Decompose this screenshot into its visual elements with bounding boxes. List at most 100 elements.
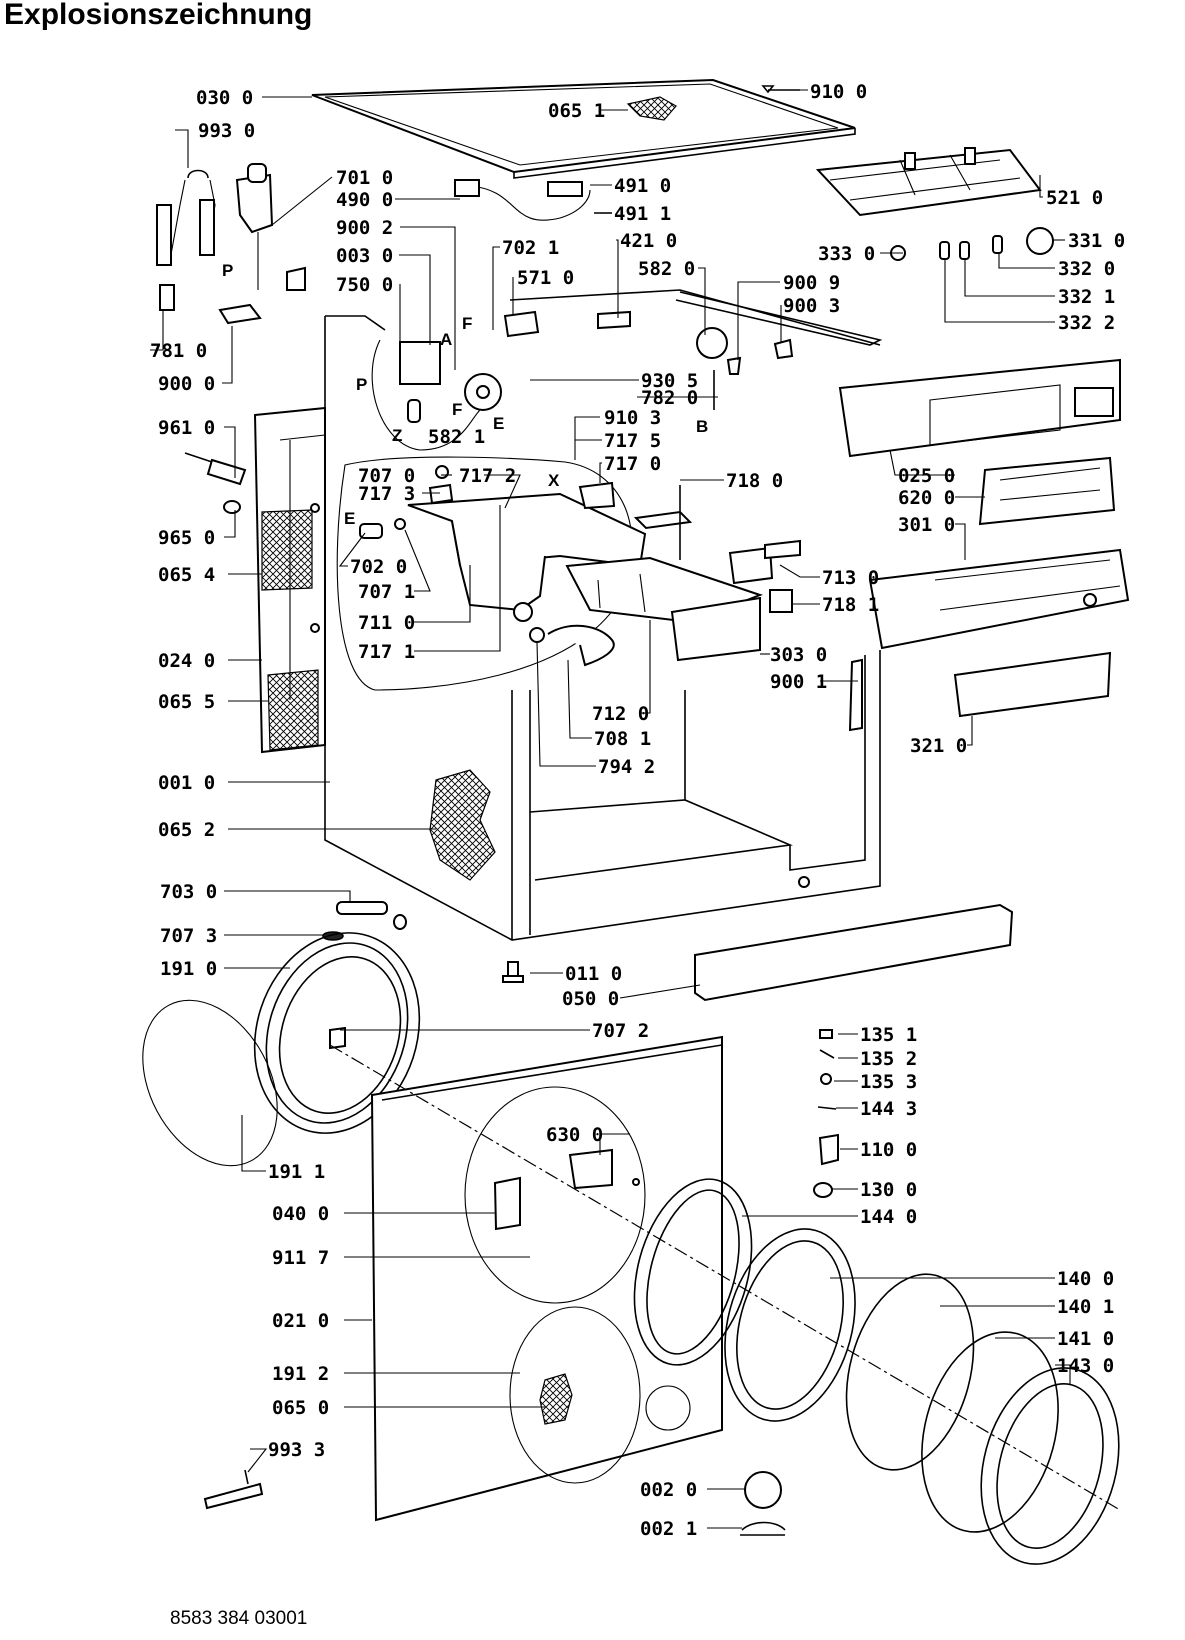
- callout-040-0: 040 0: [272, 1203, 329, 1225]
- callout-332-1: 332 1: [1058, 286, 1115, 308]
- connection-letter-e1: E: [493, 414, 504, 433]
- part-dispenser-housing: [407, 492, 763, 662]
- callout-321-0: 321 0: [910, 735, 967, 757]
- callout-065-4: 065 4: [158, 564, 215, 586]
- callout-571-0: 571 0: [517, 267, 574, 289]
- document-number: 8583 384 03001: [170, 1608, 308, 1629]
- callout-910-3: 910 3: [604, 407, 661, 429]
- callout-144-3: 144 3: [860, 1098, 917, 1120]
- callout-910-0: 910 0: [810, 81, 867, 103]
- part-inlet-hose: [156, 169, 262, 325]
- callout-333-0: 333 0: [818, 243, 875, 265]
- callout-140-1: 140 1: [1057, 1296, 1114, 1318]
- callout-331-0: 331 0: [1068, 230, 1125, 252]
- callout-707-0: 707 0: [358, 465, 415, 487]
- callout-900-0: 900 0: [158, 373, 215, 395]
- callout-717-1: 717 1: [358, 641, 415, 663]
- callout-130-0: 130 0: [860, 1179, 917, 1201]
- callout-702-1: 702 1: [502, 237, 559, 259]
- callout-191-1: 191 1: [268, 1161, 325, 1183]
- callout-965-0: 965 0: [158, 527, 215, 549]
- callout-782-0: 782 0: [641, 387, 698, 409]
- callout-717-0: 717 0: [604, 453, 661, 475]
- callout-135-1: 135 1: [860, 1024, 917, 1046]
- callout-110-0: 110 0: [860, 1139, 917, 1161]
- callout-143-0: 143 0: [1057, 1355, 1114, 1377]
- callout-717-2: 717 2: [459, 465, 516, 487]
- callout-794-2: 794 2: [598, 756, 655, 778]
- callout-717-5: 717 5: [604, 430, 661, 452]
- callout-781-0: 781 0: [150, 340, 207, 362]
- callout-191-0: 191 0: [160, 958, 217, 980]
- callout-024-0: 024 0: [158, 650, 215, 672]
- leader-lines: [150, 89, 1071, 1529]
- callout-993-3: 993 3: [268, 1439, 325, 1461]
- callout-750-0: 750 0: [336, 274, 393, 296]
- callout-930-5: 930 5: [641, 370, 698, 392]
- callout-712-0: 712 0: [592, 703, 649, 725]
- callout-050-0: 050 0: [562, 988, 619, 1010]
- callout-003-0: 003 0: [336, 245, 393, 267]
- callout-021-0: 021 0: [272, 1310, 329, 1332]
- callout-025-0: 025 0: [898, 465, 955, 487]
- connection-letter-p2: P: [356, 375, 367, 394]
- callout-911-7: 911 7: [272, 1247, 329, 1269]
- callout-993-0: 993 0: [198, 120, 255, 142]
- callout-900-3: 900 3: [783, 295, 840, 317]
- callout-065-1: 065 1: [548, 100, 605, 122]
- callout-002-0: 002 0: [640, 1479, 697, 1501]
- callout-701-0: 701 0: [336, 167, 393, 189]
- part-front-panel: [370, 1035, 723, 1522]
- callout-707-3: 707 3: [160, 925, 217, 947]
- part-control-panel: [838, 358, 1130, 718]
- callout-332-2: 332 2: [1058, 312, 1115, 334]
- callout-301-0: 301 0: [898, 514, 955, 536]
- callout-702-0: 702 0: [350, 556, 407, 578]
- callout-707-1: 707 1: [358, 581, 415, 603]
- callout-521-0: 521 0: [1046, 187, 1103, 209]
- callout-002-1: 002 1: [640, 1518, 697, 1540]
- page-title: Explosionszeichnung: [4, 0, 313, 31]
- part-program-switch: [815, 147, 1042, 217]
- connection-letter-p1: P: [222, 261, 233, 280]
- callout-707-2: 707 2: [592, 1020, 649, 1042]
- connection-letter-z: Z: [392, 426, 402, 445]
- callout-582-1: 582 1: [428, 426, 485, 448]
- callout-421-0: 421 0: [620, 230, 677, 252]
- callout-708-1: 708 1: [594, 728, 651, 750]
- callout-303-0: 303 0: [770, 644, 827, 666]
- callout-491-0: 491 0: [614, 175, 671, 197]
- callout-191-2: 191 2: [272, 1363, 329, 1385]
- part-rear-panel: [253, 406, 326, 754]
- callout-030-0: 030 0: [196, 87, 253, 109]
- callout-065-5: 065 5: [158, 691, 215, 713]
- callout-717-3: 717 3: [358, 483, 415, 505]
- connection-letter-e2: E: [344, 509, 355, 528]
- callout-900-9: 900 9: [783, 272, 840, 294]
- connection-letter-f2: F: [452, 400, 462, 419]
- part-door-gasket: [253, 932, 421, 1134]
- callout-332-0: 332 0: [1058, 258, 1115, 280]
- callout-144-0: 144 0: [860, 1206, 917, 1228]
- callout-703-0: 703 0: [160, 881, 217, 903]
- callout-900-1: 900 1: [770, 671, 827, 693]
- callout-718-0: 718 0: [726, 470, 783, 492]
- callout-491-1: 491 1: [614, 203, 671, 225]
- callout-135-2: 135 2: [860, 1048, 917, 1070]
- callout-713-0: 713 0: [822, 567, 879, 589]
- callout-620-0: 620 0: [898, 487, 955, 509]
- callout-140-0: 140 0: [1057, 1268, 1114, 1290]
- part-inlet-valve: [235, 163, 274, 290]
- callout-711-0: 711 0: [358, 612, 415, 634]
- callout-135-3: 135 3: [860, 1071, 917, 1093]
- connection-letter-x: X: [548, 471, 560, 490]
- callout-001-0: 001 0: [158, 772, 215, 794]
- callout-065-0: 065 0: [272, 1397, 329, 1419]
- callout-141-0: 141 0: [1057, 1328, 1114, 1350]
- callout-065-2: 065 2: [158, 819, 215, 841]
- callout-718-1: 718 1: [822, 594, 879, 616]
- plug-icon: [454, 179, 480, 197]
